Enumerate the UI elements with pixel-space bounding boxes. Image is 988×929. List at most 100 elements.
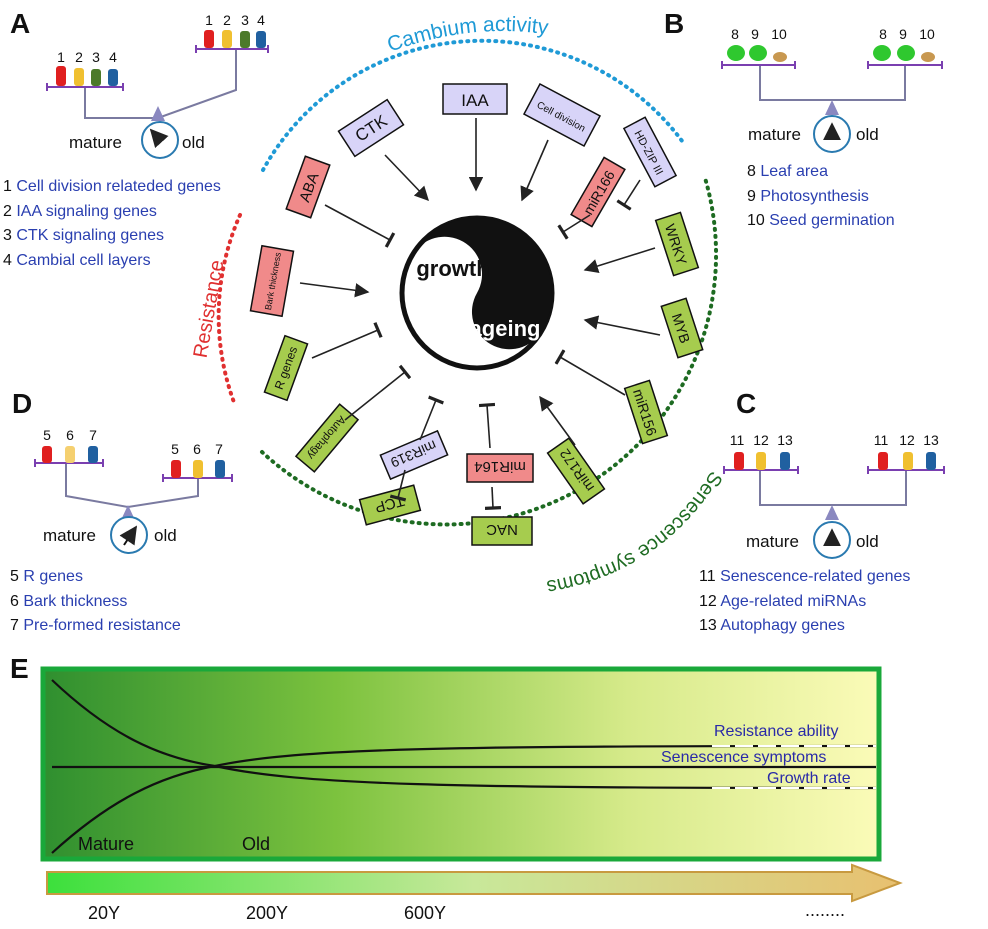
senescence-symptoms-curve-label: Senescence symptoms bbox=[661, 749, 827, 766]
legend-a-item: 4 Cambial cell layers bbox=[3, 251, 151, 269]
cambium-activity-arc bbox=[261, 38, 687, 172]
panel-label-c: C bbox=[736, 388, 757, 419]
svg-text:7: 7 bbox=[89, 427, 97, 443]
scale-a-numbers: 1 2 3 4 1 2 3 4 bbox=[57, 12, 265, 65]
growth-label: growth bbox=[416, 256, 489, 281]
svg-text:11: 11 bbox=[874, 432, 889, 448]
legend-d-item: 5 R genes bbox=[10, 568, 83, 585]
cambium-activity-label: Cambium activity bbox=[384, 13, 550, 57]
wrky-arrow bbox=[583, 247, 656, 273]
mir172-arrow bbox=[539, 395, 576, 446]
factor-nac: NAC bbox=[471, 516, 533, 546]
panel-label-b: B bbox=[664, 8, 685, 39]
regulation-arrows bbox=[299, 118, 661, 510]
scale-a-mature: mature bbox=[69, 133, 122, 152]
stage-old-label: Old bbox=[242, 834, 271, 854]
factor-mir164: miR164 bbox=[466, 453, 534, 483]
svg-text:3: 3 bbox=[241, 12, 249, 28]
legend-a-item: 1 Cell division relateded genes bbox=[3, 178, 221, 195]
factor-iaa: IAA bbox=[442, 83, 508, 115]
autophagy-inhibit bbox=[344, 364, 412, 421]
legend-b-item: 8 Leaf area bbox=[747, 163, 828, 180]
svg-text:9: 9 bbox=[899, 26, 907, 42]
svg-text:5: 5 bbox=[43, 427, 51, 443]
mir319-inhibit-up bbox=[419, 395, 445, 441]
svg-text:1: 1 bbox=[205, 12, 213, 28]
balance-scale-c bbox=[723, 452, 945, 559]
svg-text:12: 12 bbox=[753, 432, 769, 448]
panel-e-curves bbox=[51, 679, 877, 854]
panel-label-e: E bbox=[10, 653, 29, 684]
svg-text:8: 8 bbox=[731, 26, 739, 42]
balance-scale-d bbox=[34, 446, 233, 554]
legend-a: 1 Cell division relateded genes 2 IAA si… bbox=[3, 175, 221, 273]
svg-text:13: 13 bbox=[923, 432, 939, 448]
yin-yang-symbol bbox=[399, 215, 555, 371]
factor-aba: ABA bbox=[285, 155, 331, 219]
scale-b-old: old bbox=[856, 125, 879, 144]
factor-autophagy: Autophagy bbox=[294, 403, 360, 473]
time-tick-200y: 200Y bbox=[246, 903, 289, 923]
mir319-inhibit-tcp bbox=[389, 469, 407, 502]
legend-a-item: 3 CTK signaling genes bbox=[3, 227, 164, 244]
legend-b-item: 10 Seed germination bbox=[747, 212, 895, 229]
svg-text:11: 11 bbox=[730, 432, 745, 448]
bark-arrow bbox=[299, 282, 370, 298]
svg-text:12: 12 bbox=[899, 432, 915, 448]
resistance-ability-label: Resistance ability bbox=[714, 723, 839, 740]
mir164-inhibit-up bbox=[478, 402, 496, 449]
svg-text:6: 6 bbox=[66, 427, 74, 443]
balance-scale-b bbox=[721, 45, 943, 153]
aba-inhibit bbox=[324, 204, 396, 248]
balance-scale-a bbox=[46, 30, 269, 159]
factor-wrky: WRKY bbox=[654, 211, 700, 277]
svg-text:10: 10 bbox=[919, 26, 935, 42]
cell-division-arrow bbox=[520, 139, 549, 202]
svg-text:5: 5 bbox=[171, 441, 179, 457]
stage-mature-label: Mature bbox=[78, 834, 135, 854]
svg-text:7: 7 bbox=[215, 441, 223, 457]
r-genes-inhibit bbox=[311, 322, 383, 359]
scale-d-mature: mature bbox=[43, 526, 96, 545]
panel-e-frame bbox=[40, 666, 882, 862]
factor-mir166: miR166 bbox=[570, 156, 626, 228]
hdzip-inhibit bbox=[616, 179, 641, 211]
scale-a-old: old bbox=[182, 133, 205, 152]
svg-text:10: 10 bbox=[771, 26, 787, 42]
svg-text:13: 13 bbox=[777, 432, 793, 448]
scale-d-old: old bbox=[154, 526, 177, 545]
time-tick-20y: 20Y bbox=[88, 903, 121, 923]
mir166-inhibit bbox=[557, 214, 591, 240]
time-tick-ellipsis: ........ bbox=[805, 900, 846, 920]
scale-d-numbers: 5 6 7 5 6 7 bbox=[43, 427, 223, 457]
panel-label-a: A bbox=[10, 8, 31, 39]
svg-text:9: 9 bbox=[751, 26, 759, 42]
scale-b-numbers: 8 9 10 8 9 10 bbox=[731, 26, 935, 42]
legend-c: 11 Senescence-related genes 12 Age-relat… bbox=[699, 565, 910, 639]
resistance-ability-curve bbox=[51, 744, 877, 854]
svg-text:4: 4 bbox=[109, 49, 117, 65]
svg-text:3: 3 bbox=[92, 49, 100, 65]
ctk-arrow bbox=[384, 154, 429, 202]
resistance-label: Resistance bbox=[190, 258, 229, 359]
svg-text:8: 8 bbox=[879, 26, 887, 42]
scale-b-mature: mature bbox=[748, 125, 801, 144]
ageing-label: ageing bbox=[470, 316, 541, 341]
factor-mir156: miR156 bbox=[623, 379, 669, 445]
resistance-arc bbox=[216, 213, 242, 407]
time-tick-600y: 600Y bbox=[404, 903, 447, 923]
svg-text:4: 4 bbox=[257, 12, 265, 28]
mir156-inhibit bbox=[554, 349, 626, 396]
scale-c-mature: mature bbox=[746, 532, 799, 551]
factor-r-genes: R genes bbox=[263, 334, 309, 402]
legend-d-item: 6 Bark thickness bbox=[10, 592, 128, 610]
svg-text:2: 2 bbox=[223, 12, 231, 28]
legend-d-item: 7 Pre-formed resistance bbox=[10, 617, 181, 634]
legend-c-item: 12 Age-related miRNAs bbox=[699, 592, 867, 610]
legend-d: 5 R genes 6 Bark thickness 7 Pre-formed … bbox=[10, 565, 181, 639]
factor-ctk: CTK bbox=[337, 98, 405, 158]
factor-cell-division: Cell division bbox=[522, 83, 602, 147]
panel-e-dash-overlay bbox=[712, 745, 876, 789]
svg-text:IAA: IAA bbox=[461, 91, 489, 110]
